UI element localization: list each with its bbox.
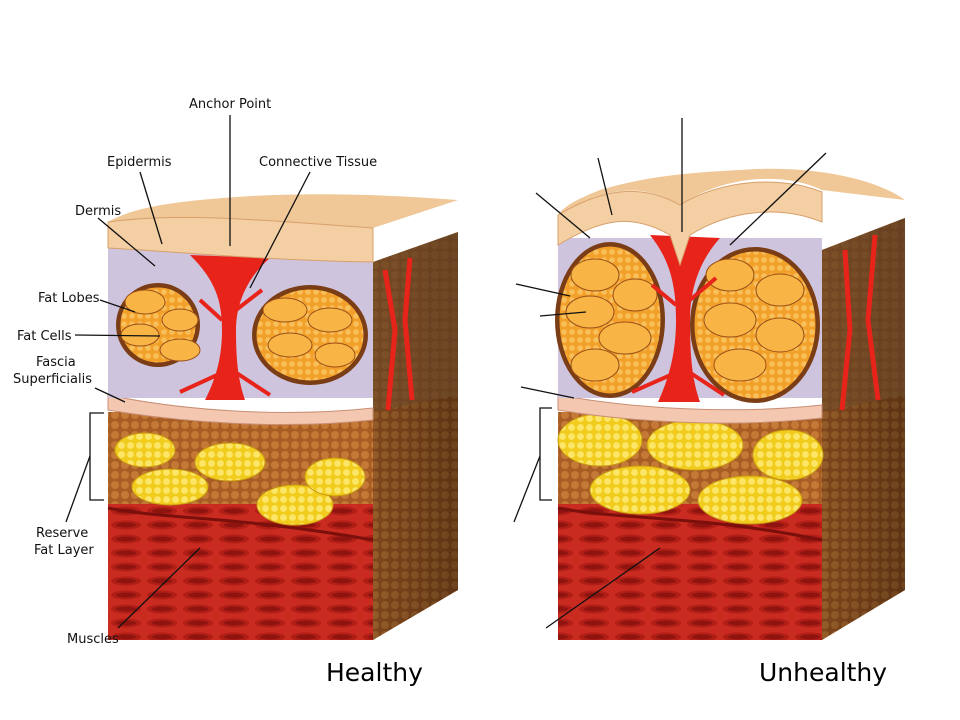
healthy-fascia xyxy=(107,394,374,426)
unhealthy-muscle-layer xyxy=(558,502,822,640)
caption-unhealthy: Unhealthy xyxy=(759,658,887,687)
healthy-muscle-layer xyxy=(108,502,373,640)
healthy-leader-lines xyxy=(65,115,311,629)
label-reserve: Reserve xyxy=(36,526,88,541)
caption-healthy: Healthy xyxy=(326,658,423,687)
label-fat-cells: Fat Cells xyxy=(17,329,72,344)
healthy-block xyxy=(107,194,458,640)
label-superficialis: Superficialis xyxy=(13,372,92,387)
unhealthy-block xyxy=(555,168,905,640)
healthy-connective-tissue xyxy=(190,255,270,400)
healthy-epidermis xyxy=(108,194,458,228)
label-connective-tissue: Connective Tissue xyxy=(259,155,377,170)
label-muscles: Muscles xyxy=(67,632,119,647)
unhealthy-connective-tissue xyxy=(650,235,720,402)
label-anchor-point: Anchor Point xyxy=(189,97,271,112)
label-epidermis: Epidermis xyxy=(107,155,172,170)
label-dermis: Dermis xyxy=(75,204,121,219)
unhealthy-fascia xyxy=(557,394,823,424)
label-fat-lobes: Fat Lobes xyxy=(38,291,100,306)
label-fascia: Fascia xyxy=(36,355,76,370)
unhealthy-epidermis xyxy=(558,168,905,215)
label-fat-layer: Fat Layer xyxy=(34,543,94,558)
unhealthy-leader-lines xyxy=(513,118,827,629)
